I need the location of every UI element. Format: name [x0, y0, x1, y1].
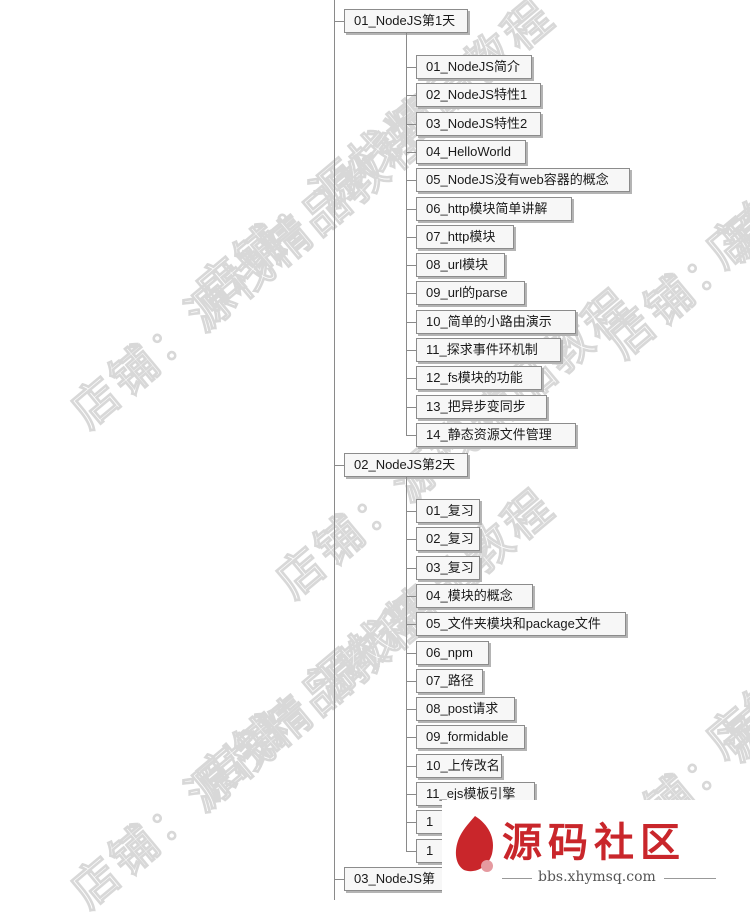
connector-line — [334, 465, 344, 466]
child-node[interactable]: 09_url的parse — [416, 281, 525, 305]
child-node[interactable]: 06_http模块简单讲解 — [416, 197, 572, 221]
child-node[interactable]: 05_NodeJS没有web容器的概念 — [416, 168, 630, 192]
child-node[interactable]: 12_fs模块的功能 — [416, 366, 542, 390]
connector-line — [406, 511, 416, 512]
connector-line — [406, 737, 416, 738]
site-logo: 源码社区 bbs.xhymsq.com — [442, 800, 750, 900]
connector-line — [406, 237, 416, 238]
logo-url: bbs.xhymsq.com — [538, 869, 656, 885]
connector-line — [406, 709, 416, 710]
connector-line — [406, 209, 416, 210]
child-node[interactable]: 01_复习 — [416, 499, 480, 523]
connector-line — [406, 435, 416, 436]
watermark-text: 店铺：源栈精品教程 — [696, 0, 750, 278]
child-node[interactable]: 1 — [416, 810, 446, 834]
connector-line — [406, 95, 416, 96]
child-node[interactable]: 02_NodeJS特性1 — [416, 83, 541, 107]
watermark-text: 店铺：源栈精品教程 — [61, 108, 440, 438]
child-node[interactable]: 04_HelloWorld — [416, 140, 526, 164]
connector-line — [406, 265, 416, 266]
logo-emblem-icon — [455, 816, 494, 872]
child-node[interactable]: 1 — [416, 839, 446, 863]
connector-line — [406, 681, 416, 682]
connector-line — [406, 596, 416, 597]
child-node[interactable]: 07_路径 — [416, 669, 483, 693]
watermark-text: 店铺：源栈精品教程 — [186, 478, 565, 808]
connector-line — [406, 322, 416, 323]
logo-rule-right — [664, 878, 716, 879]
connector-line — [406, 180, 416, 181]
child-node[interactable]: 06_npm — [416, 641, 489, 665]
connector-line — [406, 822, 416, 823]
connector-line — [406, 568, 416, 569]
connector-line — [406, 293, 416, 294]
connector-line — [406, 152, 416, 153]
connector-line — [406, 350, 416, 351]
connector-line — [406, 33, 407, 435]
child-node[interactable]: 11_探求事件环机制 — [416, 338, 561, 362]
child-node[interactable]: 01_NodeJS简介 — [416, 55, 532, 79]
child-node[interactable]: 13_把异步变同步 — [416, 395, 547, 419]
connector-line — [406, 378, 416, 379]
watermark-text: 店铺：源栈精品教程 — [696, 438, 750, 768]
child-node[interactable]: 10_上传改名 — [416, 754, 502, 778]
connector-line — [406, 794, 416, 795]
connector-line — [406, 477, 407, 851]
child-node[interactable]: 07_http模块 — [416, 225, 514, 249]
connector-line — [406, 851, 416, 852]
connector-line — [406, 653, 416, 654]
child-node[interactable]: 02_复习 — [416, 527, 480, 551]
connector-line — [406, 766, 416, 767]
child-node[interactable]: 03_NodeJS特性2 — [416, 112, 541, 136]
child-node[interactable]: 09_formidable — [416, 725, 525, 749]
connector-line — [406, 67, 416, 68]
connector-line — [334, 0, 335, 900]
group-node[interactable]: 02_NodeJS第2天 — [344, 453, 468, 477]
group-node[interactable]: 01_NodeJS第1天 — [344, 9, 468, 33]
child-node[interactable]: 10_简单的小路由演示 — [416, 310, 576, 334]
child-node[interactable]: 08_url模块 — [416, 253, 505, 277]
child-node[interactable]: 03_复习 — [416, 556, 480, 580]
connector-line — [406, 539, 416, 540]
connector-line — [406, 624, 416, 625]
connector-line — [334, 21, 344, 22]
child-node[interactable]: 14_静态资源文件管理 — [416, 423, 576, 447]
child-node[interactable]: 04_模块的概念 — [416, 584, 533, 608]
watermark-text: 店铺：源栈精品教程 — [596, 38, 750, 368]
group-node[interactable]: 03_NodeJS第 — [344, 867, 444, 891]
child-node[interactable]: 08_post请求 — [416, 697, 515, 721]
connector-line — [406, 407, 416, 408]
logo-title: 源码社区 — [502, 820, 686, 866]
child-node[interactable]: 05_文件夹模块和package文件 — [416, 612, 626, 636]
logo-rule-left — [502, 878, 532, 879]
connector-line — [406, 124, 416, 125]
connector-line — [334, 879, 344, 880]
